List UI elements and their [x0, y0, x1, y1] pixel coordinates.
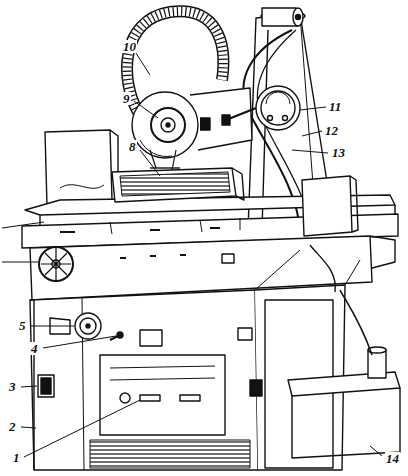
callout-number: 4	[30, 342, 39, 355]
callout-number: 11	[328, 100, 342, 113]
callout-number: 2	[8, 420, 17, 433]
callout-number: 5	[18, 319, 27, 332]
magnetic-chuck	[112, 168, 244, 202]
callout-number: 13	[331, 146, 346, 159]
coolant-tank	[288, 245, 400, 458]
handwheel	[39, 247, 73, 281]
right-guard	[302, 176, 358, 236]
callout-number: 10	[122, 40, 137, 53]
callout-number: 8	[128, 140, 137, 153]
left-guard	[45, 130, 118, 206]
callout-number: 9	[122, 92, 131, 105]
machine-base	[30, 250, 360, 470]
leader-lines	[2, 50, 382, 457]
callout-number: 12	[324, 124, 339, 137]
top-motor	[262, 8, 303, 26]
wheel-head	[132, 88, 252, 170]
indicator	[222, 86, 300, 130]
callout-number: 14	[385, 452, 400, 465]
callout-number: 1	[12, 451, 21, 464]
callout-number: 3	[8, 380, 17, 393]
